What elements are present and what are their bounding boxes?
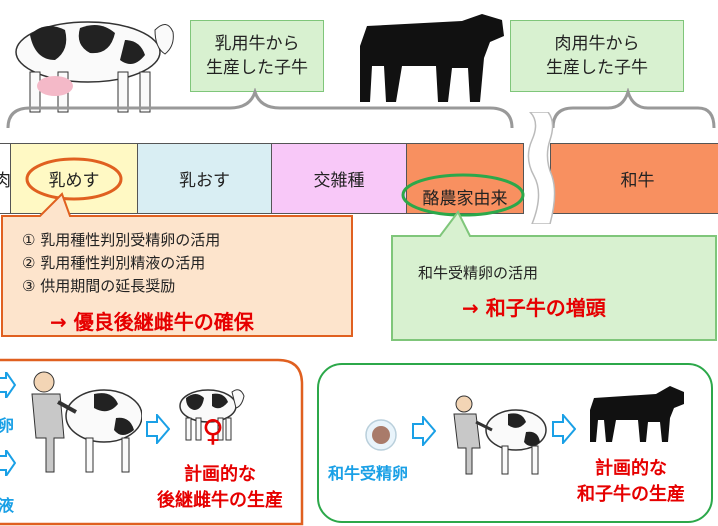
category-crossbred-label: 交雑種 xyxy=(313,171,365,191)
insemination-illustration-right xyxy=(453,395,547,475)
bottom-left-result: 計画的な 後継雌牛の生産 xyxy=(157,464,283,511)
scale-break xyxy=(527,112,556,224)
category-cut-left-label: 肉 xyxy=(0,171,11,191)
embryo-icon xyxy=(365,419,397,451)
black-calf-icon xyxy=(590,386,684,442)
arrow-right-icon-left xyxy=(146,414,170,444)
cut-label-bottom: 液 xyxy=(0,496,15,515)
arrow-right-icon-embryo xyxy=(412,416,436,446)
left-measures-box xyxy=(1,192,353,337)
bottom-right-result: 計画的な 和子牛の生産 xyxy=(577,458,685,505)
holstein-calf-icon xyxy=(179,389,245,441)
category-dairy-origin: 酪農家由来 xyxy=(406,143,524,214)
dairy-calf-callout: 乳用牛から 生産した子牛 xyxy=(190,20,324,92)
arrow-right-icon-right xyxy=(552,414,576,444)
left-measure-2: ② 乳用種性判別精液の活用 xyxy=(22,254,206,272)
dairy-calf-callout-text: 乳用牛から 生産した子牛 xyxy=(206,34,308,78)
left-measures-result: → 優良後継雌牛の確保 xyxy=(50,310,254,334)
category-wagyu: 和牛 xyxy=(550,143,718,214)
female-symbol: ♀ xyxy=(202,414,224,449)
holstein-cow-icon xyxy=(15,21,174,113)
left-arrow-bottom-icon xyxy=(0,450,16,476)
right-measures-box xyxy=(391,210,717,341)
black-cow-icon xyxy=(360,14,504,102)
beef-calf-callout-text: 肉用牛から 生産した子牛 xyxy=(546,34,648,78)
beef-brace xyxy=(551,88,716,129)
insemination-illustration-left xyxy=(31,371,142,473)
dairy-brace xyxy=(6,88,514,129)
category-dairy-male: 乳おす xyxy=(137,143,272,214)
embryo-label: 和牛受精卵 xyxy=(328,464,409,483)
category-wagyu-label: 和牛 xyxy=(620,171,655,191)
cut-label-top: 卵 xyxy=(0,416,15,435)
left-measure-1: ① 乳用種性判別受精卵の活用 xyxy=(22,231,221,249)
left-arrow-top-icon xyxy=(0,372,16,398)
bottom-left-panel xyxy=(0,358,304,526)
beef-calf-callout: 肉用牛から 生産した子牛 xyxy=(510,20,684,92)
category-dairy-male-label: 乳おす xyxy=(179,171,230,191)
dairy-female-highlight xyxy=(25,157,123,201)
left-measure-3: ③ 供用期間の延長奨励 xyxy=(22,277,176,295)
dairy-origin-highlight xyxy=(401,173,525,217)
category-dairy-female-label: 乳めす xyxy=(48,171,100,191)
category-dairy-female: 乳めす xyxy=(10,143,138,214)
right-measure-item: 和牛受精卵の活用 xyxy=(418,264,539,282)
right-measures-result: → 和子牛の増頭 xyxy=(462,296,606,320)
category-dairy-origin-label: 酪農家由来 xyxy=(422,189,508,209)
left-measures-list: ① 乳用種性判別受精卵の活用 ② 乳用種性判別精液の活用 ③ 供用期間の延長奨励 xyxy=(22,229,220,298)
